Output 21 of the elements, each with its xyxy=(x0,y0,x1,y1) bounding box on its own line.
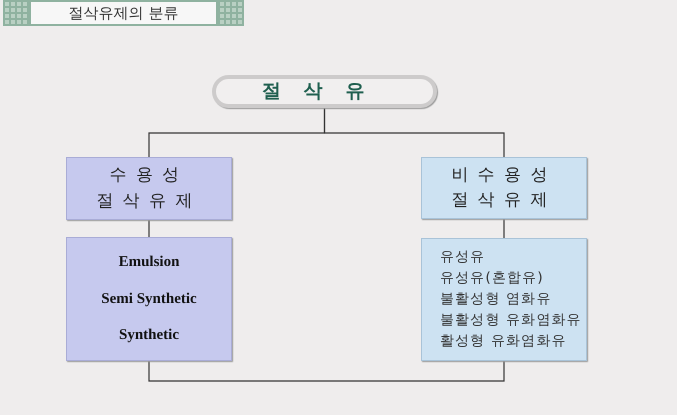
list-item: 유성유(혼합유) xyxy=(440,269,544,288)
box-label: 절삭유 xyxy=(262,79,388,104)
category-box xyxy=(421,157,587,219)
list-item: Emulsion xyxy=(118,253,180,272)
box-label: 수용성 절삭유제 xyxy=(95,164,203,212)
list-item: 불활성형 유화염화유 xyxy=(440,311,582,330)
category-box xyxy=(66,157,232,220)
list-item: 불활성형 염화유 xyxy=(440,290,552,309)
connector-line xyxy=(148,220,150,237)
connector-line xyxy=(503,219,505,238)
connector-line xyxy=(148,361,505,382)
list-item: 유성유 xyxy=(440,248,486,267)
connector-line xyxy=(324,108,505,157)
rounded-box xyxy=(212,75,437,108)
list-box xyxy=(421,238,587,361)
title-banner: 절삭유제의 분류 xyxy=(29,0,218,26)
list-item: Synthetic xyxy=(119,326,179,346)
box-label: 비수용성 절삭유제 xyxy=(450,164,558,212)
list-item: 활성형 유화염화유 xyxy=(440,332,567,351)
list-box xyxy=(66,237,232,361)
list-item: Semi Synthetic xyxy=(101,290,197,309)
